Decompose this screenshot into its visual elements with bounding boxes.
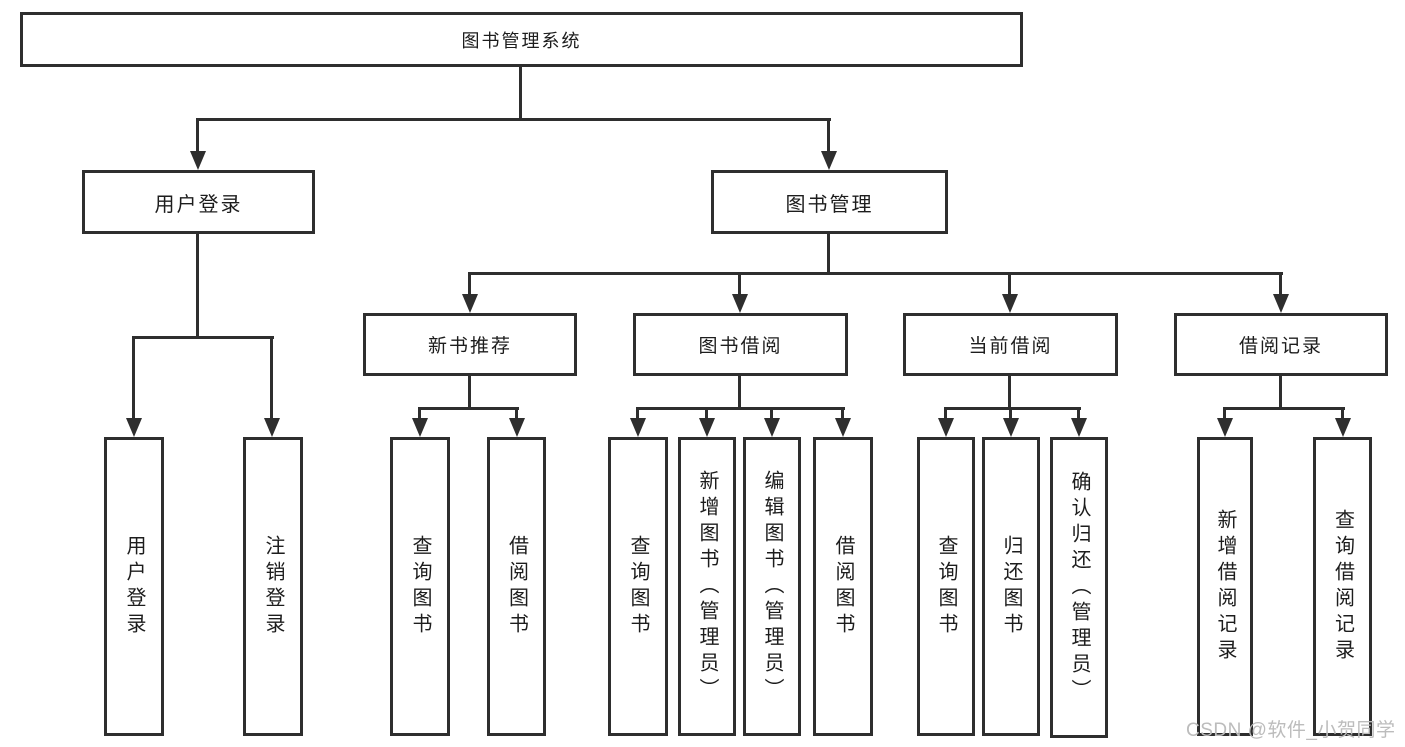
connector-line bbox=[468, 272, 471, 296]
connector-line bbox=[419, 407, 519, 410]
arrow-down-icon bbox=[1273, 294, 1289, 313]
connector-line bbox=[738, 272, 741, 296]
leaf-query-borrow-record: 查询借阅记录 bbox=[1313, 437, 1372, 736]
arrow-down-icon bbox=[462, 294, 478, 313]
connector-line bbox=[1341, 407, 1344, 420]
connector-line bbox=[841, 407, 844, 420]
leaf-label: 用户登录 bbox=[123, 534, 145, 639]
csdn-watermark: CSDN @软件_小贺同学 bbox=[1186, 720, 1396, 741]
arrow-down-icon bbox=[764, 418, 780, 437]
node-borrowing-records: 借阅记录 bbox=[1174, 313, 1388, 376]
node-label: 新书推荐 bbox=[427, 336, 512, 357]
leaf-label: 归还图书 bbox=[1000, 534, 1022, 639]
connector-line bbox=[1077, 407, 1080, 420]
leaf-label: 新增图书（管理员） bbox=[696, 469, 718, 704]
connector-line bbox=[636, 407, 639, 420]
leaf-query-books-recommend: 查询图书 bbox=[390, 437, 450, 736]
leaf-add-books-admin: 新增图书（管理员） bbox=[678, 437, 736, 736]
leaf-query-books-current: 查询图书 bbox=[917, 437, 975, 736]
node-label: 用户登录 bbox=[154, 193, 243, 216]
leaf-query-books-borrowing: 查询图书 bbox=[608, 437, 668, 736]
leaf-return-books: 归还图书 bbox=[982, 437, 1040, 736]
connector-line bbox=[133, 336, 274, 339]
connector-line bbox=[469, 272, 1283, 275]
leaf-label: 编辑图书（管理员） bbox=[761, 469, 783, 704]
connector-line bbox=[827, 234, 830, 272]
connector-line bbox=[705, 407, 708, 420]
leaf-logout: 注销登录 bbox=[243, 437, 303, 736]
node-book-management: 图书管理 bbox=[711, 170, 948, 234]
arrow-down-icon bbox=[821, 151, 837, 170]
connector-line bbox=[770, 407, 773, 420]
arrow-down-icon bbox=[1002, 294, 1018, 313]
connector-line bbox=[738, 376, 741, 407]
connector-line bbox=[1279, 376, 1282, 407]
arrow-down-icon bbox=[1003, 418, 1019, 437]
leaf-label: 借阅图书 bbox=[832, 534, 854, 639]
leaf-label: 查询图书 bbox=[627, 534, 649, 639]
arrow-down-icon bbox=[1335, 418, 1351, 437]
arrow-down-icon bbox=[630, 418, 646, 437]
connector-line bbox=[1279, 272, 1282, 296]
leaf-edit-books-admin: 编辑图书（管理员） bbox=[743, 437, 801, 736]
node-label: 当前借阅 bbox=[968, 336, 1053, 357]
leaf-user-login: 用户登录 bbox=[104, 437, 164, 736]
connector-line bbox=[519, 67, 522, 118]
arrow-down-icon bbox=[190, 151, 206, 170]
leaf-label: 查询图书 bbox=[935, 534, 957, 639]
leaf-borrow-books-recommend: 借阅图书 bbox=[487, 437, 546, 736]
leaf-label: 确认归还（管理员） bbox=[1068, 470, 1090, 705]
connector-line bbox=[827, 118, 830, 152]
arrow-down-icon bbox=[509, 418, 525, 437]
arrow-down-icon bbox=[1217, 418, 1233, 437]
arrow-down-icon bbox=[732, 294, 748, 313]
connector-line bbox=[637, 407, 845, 410]
connector-line bbox=[1008, 272, 1011, 296]
connector-line bbox=[1224, 407, 1345, 410]
arrow-down-icon bbox=[938, 418, 954, 437]
connector-line bbox=[944, 407, 947, 420]
connector-line bbox=[270, 336, 273, 420]
leaf-label: 查询借阅记录 bbox=[1331, 508, 1354, 665]
node-current-borrowing: 当前借阅 bbox=[903, 313, 1118, 376]
connector-line bbox=[468, 376, 471, 407]
leaf-borrow-books: 借阅图书 bbox=[813, 437, 873, 736]
node-library-management-system: 图书管理系统 bbox=[20, 12, 1023, 67]
leaf-label: 新增借阅记录 bbox=[1214, 508, 1236, 665]
leaf-label: 注销登录 bbox=[262, 534, 284, 639]
node-new-book-recommend: 新书推荐 bbox=[363, 313, 577, 376]
arrow-down-icon bbox=[1071, 418, 1087, 437]
connector-line bbox=[1008, 376, 1011, 407]
connector-line bbox=[418, 407, 421, 420]
connector-line bbox=[515, 407, 518, 420]
connector-line bbox=[1009, 407, 1012, 420]
connector-line bbox=[196, 234, 199, 336]
connector-line bbox=[132, 336, 135, 420]
connector-line bbox=[196, 118, 199, 152]
arrow-down-icon bbox=[126, 418, 142, 437]
arrow-down-icon bbox=[412, 418, 428, 437]
leaf-label: 查询图书 bbox=[409, 534, 431, 639]
arrow-down-icon bbox=[699, 418, 715, 437]
node-user-login: 用户登录 bbox=[82, 170, 315, 234]
connector-line bbox=[945, 407, 1081, 410]
node-label: 借阅记录 bbox=[1238, 336, 1323, 357]
connector-line bbox=[197, 118, 831, 121]
node-label: 图书管理系统 bbox=[461, 30, 582, 51]
leaf-add-borrow-record: 新增借阅记录 bbox=[1197, 437, 1253, 736]
leaf-confirm-return-admin: 确认归还（管理员） bbox=[1050, 437, 1108, 738]
connector-line bbox=[1223, 407, 1226, 420]
leaf-label: 借阅图书 bbox=[505, 534, 528, 639]
node-book-borrowing: 图书借阅 bbox=[633, 313, 848, 376]
arrow-down-icon bbox=[264, 418, 280, 437]
node-label: 图书借阅 bbox=[698, 336, 783, 357]
node-label: 图书管理 bbox=[785, 193, 874, 216]
arrow-down-icon bbox=[835, 418, 851, 437]
